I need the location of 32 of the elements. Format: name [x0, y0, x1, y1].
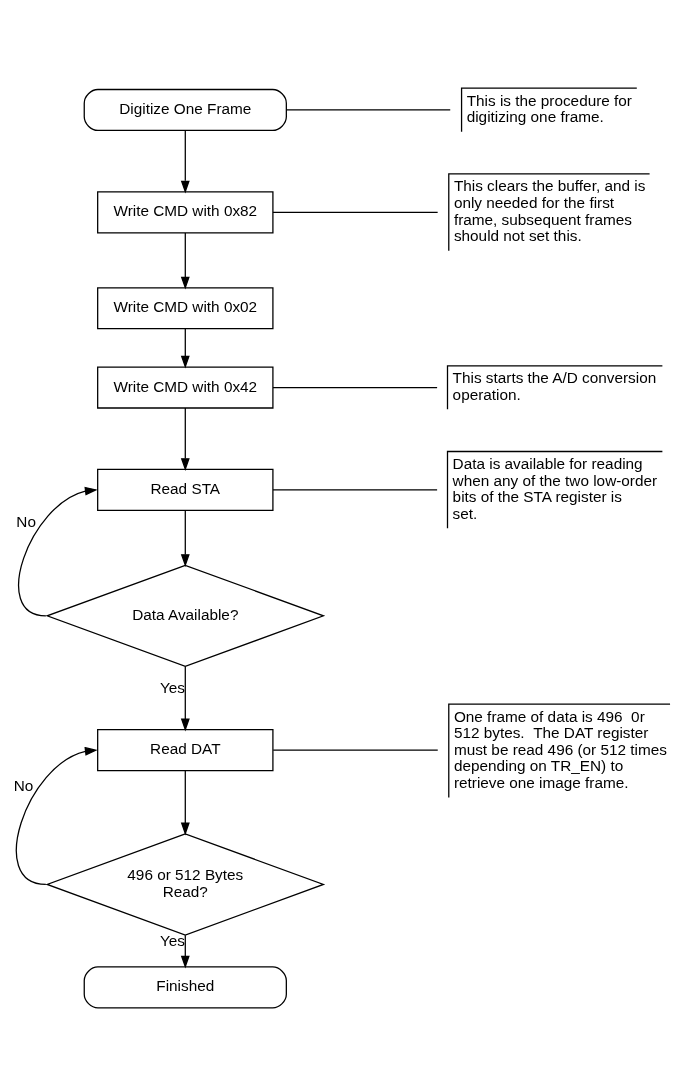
arrow: [180, 129, 190, 193]
node-box: Finished: [83, 965, 287, 1008]
connector: [285, 108, 451, 111]
arrow: [18, 486, 98, 616]
edge-label: No: [13, 776, 34, 794]
node-text: This clears the buffer, and is only needed for the first frame, subsequent frames should not set this.: [453, 176, 646, 244]
node-box: Read DAT: [97, 728, 274, 771]
node-box: Digitize One Frame: [83, 88, 287, 131]
edge-label: No: [16, 512, 36, 530]
node-box: Write CMD with 0x02: [97, 286, 274, 329]
node-diamond: 496 or 512 Bytes Read?: [45, 832, 326, 936]
arrow: [180, 231, 190, 290]
node-text: Data is available for reading when any of the two low-order bits of the STA register is set.: [452, 454, 658, 522]
node-text: One frame of data is 496 0r 512 bytes. The DAT register must be read 496 (or 512 times depending on TR_EN) to retrieve one image frame.: [453, 707, 667, 791]
connector: [272, 211, 439, 213]
arrow: [180, 327, 190, 369]
arrow: [15, 746, 98, 885]
node-text: This starts the A/D conversion operation.: [452, 368, 657, 403]
connector: [272, 488, 438, 490]
node-diamond: Data Available?: [45, 564, 326, 667]
arrow: [180, 665, 190, 731]
arrow: [180, 509, 190, 567]
connector: [272, 749, 439, 751]
edge-label: Yes: [159, 678, 186, 696]
node-box: Write CMD with 0x82: [97, 190, 274, 233]
connector: [272, 386, 438, 388]
arrow: [180, 934, 190, 968]
node-box: Read STA: [97, 468, 274, 511]
node-box: Write CMD with 0x42: [97, 365, 274, 409]
node-text: This is the procedure for digitizing one frame.: [466, 91, 632, 125]
arrow: [180, 406, 190, 471]
arrow: [180, 769, 190, 835]
